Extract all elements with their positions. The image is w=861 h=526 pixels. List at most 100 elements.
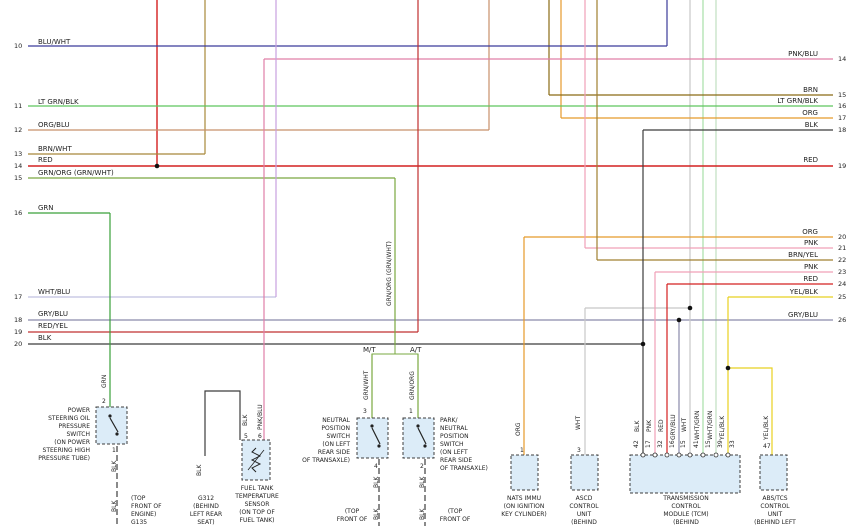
wire-number: 26 [838,316,846,324]
wire-number: 13 [14,150,22,158]
component-label-line: PRESSURE [58,423,90,430]
vertical-label: BLK [634,420,641,432]
component-label-line: (TOP [131,495,146,502]
tcm-pin-number: 33 [729,440,736,448]
vertical-label: YEL/BLK [763,415,770,441]
vertical-label: GRN/WHT [363,370,370,400]
vertical-label: BLK [242,414,249,426]
thermistor-arrow [247,449,265,471]
tcm-pin-number: 39 [717,440,724,448]
pin-number: 2 [420,463,424,470]
tcm-pin-circles [640,452,731,458]
pin-number: 1 [112,447,116,454]
wire-number: 19 [14,328,22,336]
component-label-line: CONTROL [760,503,790,510]
wire-label: RED [803,156,818,164]
vertical-label: BLK [419,508,426,520]
component-label-line: POSITION [440,433,469,440]
component-label-line: TEMPERATURE [234,493,279,500]
wire-number: 23 [838,268,846,276]
pin-number: 1 [409,408,413,415]
vertical-label: BLK [111,500,118,512]
wire-number: 24 [838,280,846,288]
wire-label: YEL/BLK [789,288,819,296]
ps-switch-terminal [108,414,112,418]
pin-number: 47 [763,443,771,450]
vertical-label: GRN/ORG (GRN/WHT) [386,241,393,306]
wire-label: PNK [804,263,818,271]
ps-switch-box [95,406,128,445]
wire-label: BLK [805,121,819,129]
component-label-line: REAR SIDE [440,457,472,464]
tcm-pin-number: 16 [669,440,676,448]
component-label-line: ABS/TCS [762,495,787,502]
vertical-label: BLK [196,464,203,476]
component-label-line: (BEHIND LEFT [754,519,796,526]
component-label-line: UNIT [768,511,783,518]
abs-unit-box [759,454,788,491]
pn-switch-terminal [416,424,420,428]
wire-split [371,353,419,357]
vertical-label: YEL/BLK [719,415,726,441]
ps-switch-terminal [115,432,119,436]
wire-label: BLU/WHT [38,38,71,46]
component-label-line: STEERING HIGH [43,447,90,454]
wire-label: GRY/BLU [38,310,68,318]
component-label-line: NATS IMMU [507,495,541,502]
wire-number: 15 [14,174,22,182]
wire-number: 16 [14,209,22,217]
wire-label: LT GRN/BLK [777,97,818,105]
component-label-line: SENSOR [245,501,270,508]
wire-yel-blk-abs [728,367,773,455]
np-switch-terminal [370,424,374,428]
component-label-line: SWITCH [326,433,350,440]
wire-label: BRN/YEL [788,251,818,259]
component-label-line: NEUTRAL [322,417,350,424]
np-switch-contact [371,427,381,445]
vertical-label: GRN/ORG [409,371,416,400]
wire-number: 25 [838,293,846,301]
component-label-line: (BEHIND [193,503,219,510]
vertical-label: PNK/BLU [257,404,264,430]
wire-number: 17 [14,293,22,301]
wire-number: 16 [838,102,846,110]
component-label-line: G312 [198,495,214,502]
wire-number: 20 [14,340,22,348]
component-label-line: (TOP [345,508,360,515]
vertical-label: WHT/GRN [707,411,714,440]
component-label-line: POSITION [321,425,350,432]
component-label-line: UNIT [577,511,592,518]
wire-number: 15 [838,91,846,99]
pin-number: 6 [258,433,262,440]
component-label-line: FRONT OF [131,503,162,510]
wire-number: 14 [838,55,846,63]
nats-immu-box [510,454,539,491]
wire-label: GRN [38,204,54,212]
mt-label: M/T [363,346,376,354]
component-label-line: FRONT OF [440,516,471,523]
wire-label: PNK [804,239,818,247]
wire-number: 20 [838,233,846,241]
vertical-label: GRY/BLU [670,414,677,440]
junction-dot [725,365,731,371]
ascd-unit-box [570,454,599,491]
component-label-line: FRONT OF [337,516,368,523]
wire-label: RED [38,156,53,164]
component-label-line: (ON IGNITION [504,503,545,510]
tcm-pin-number: 41 [693,440,700,448]
wire-label: GRN/ORG (GRN/WHT) [38,169,114,177]
vertical-label: PNK [646,419,653,432]
component-label-line: REAR SIDE [318,449,350,456]
component-label-line: (TOP [448,508,463,515]
vertical-label: RED [658,419,665,432]
vertical-label: ORG [515,422,522,436]
